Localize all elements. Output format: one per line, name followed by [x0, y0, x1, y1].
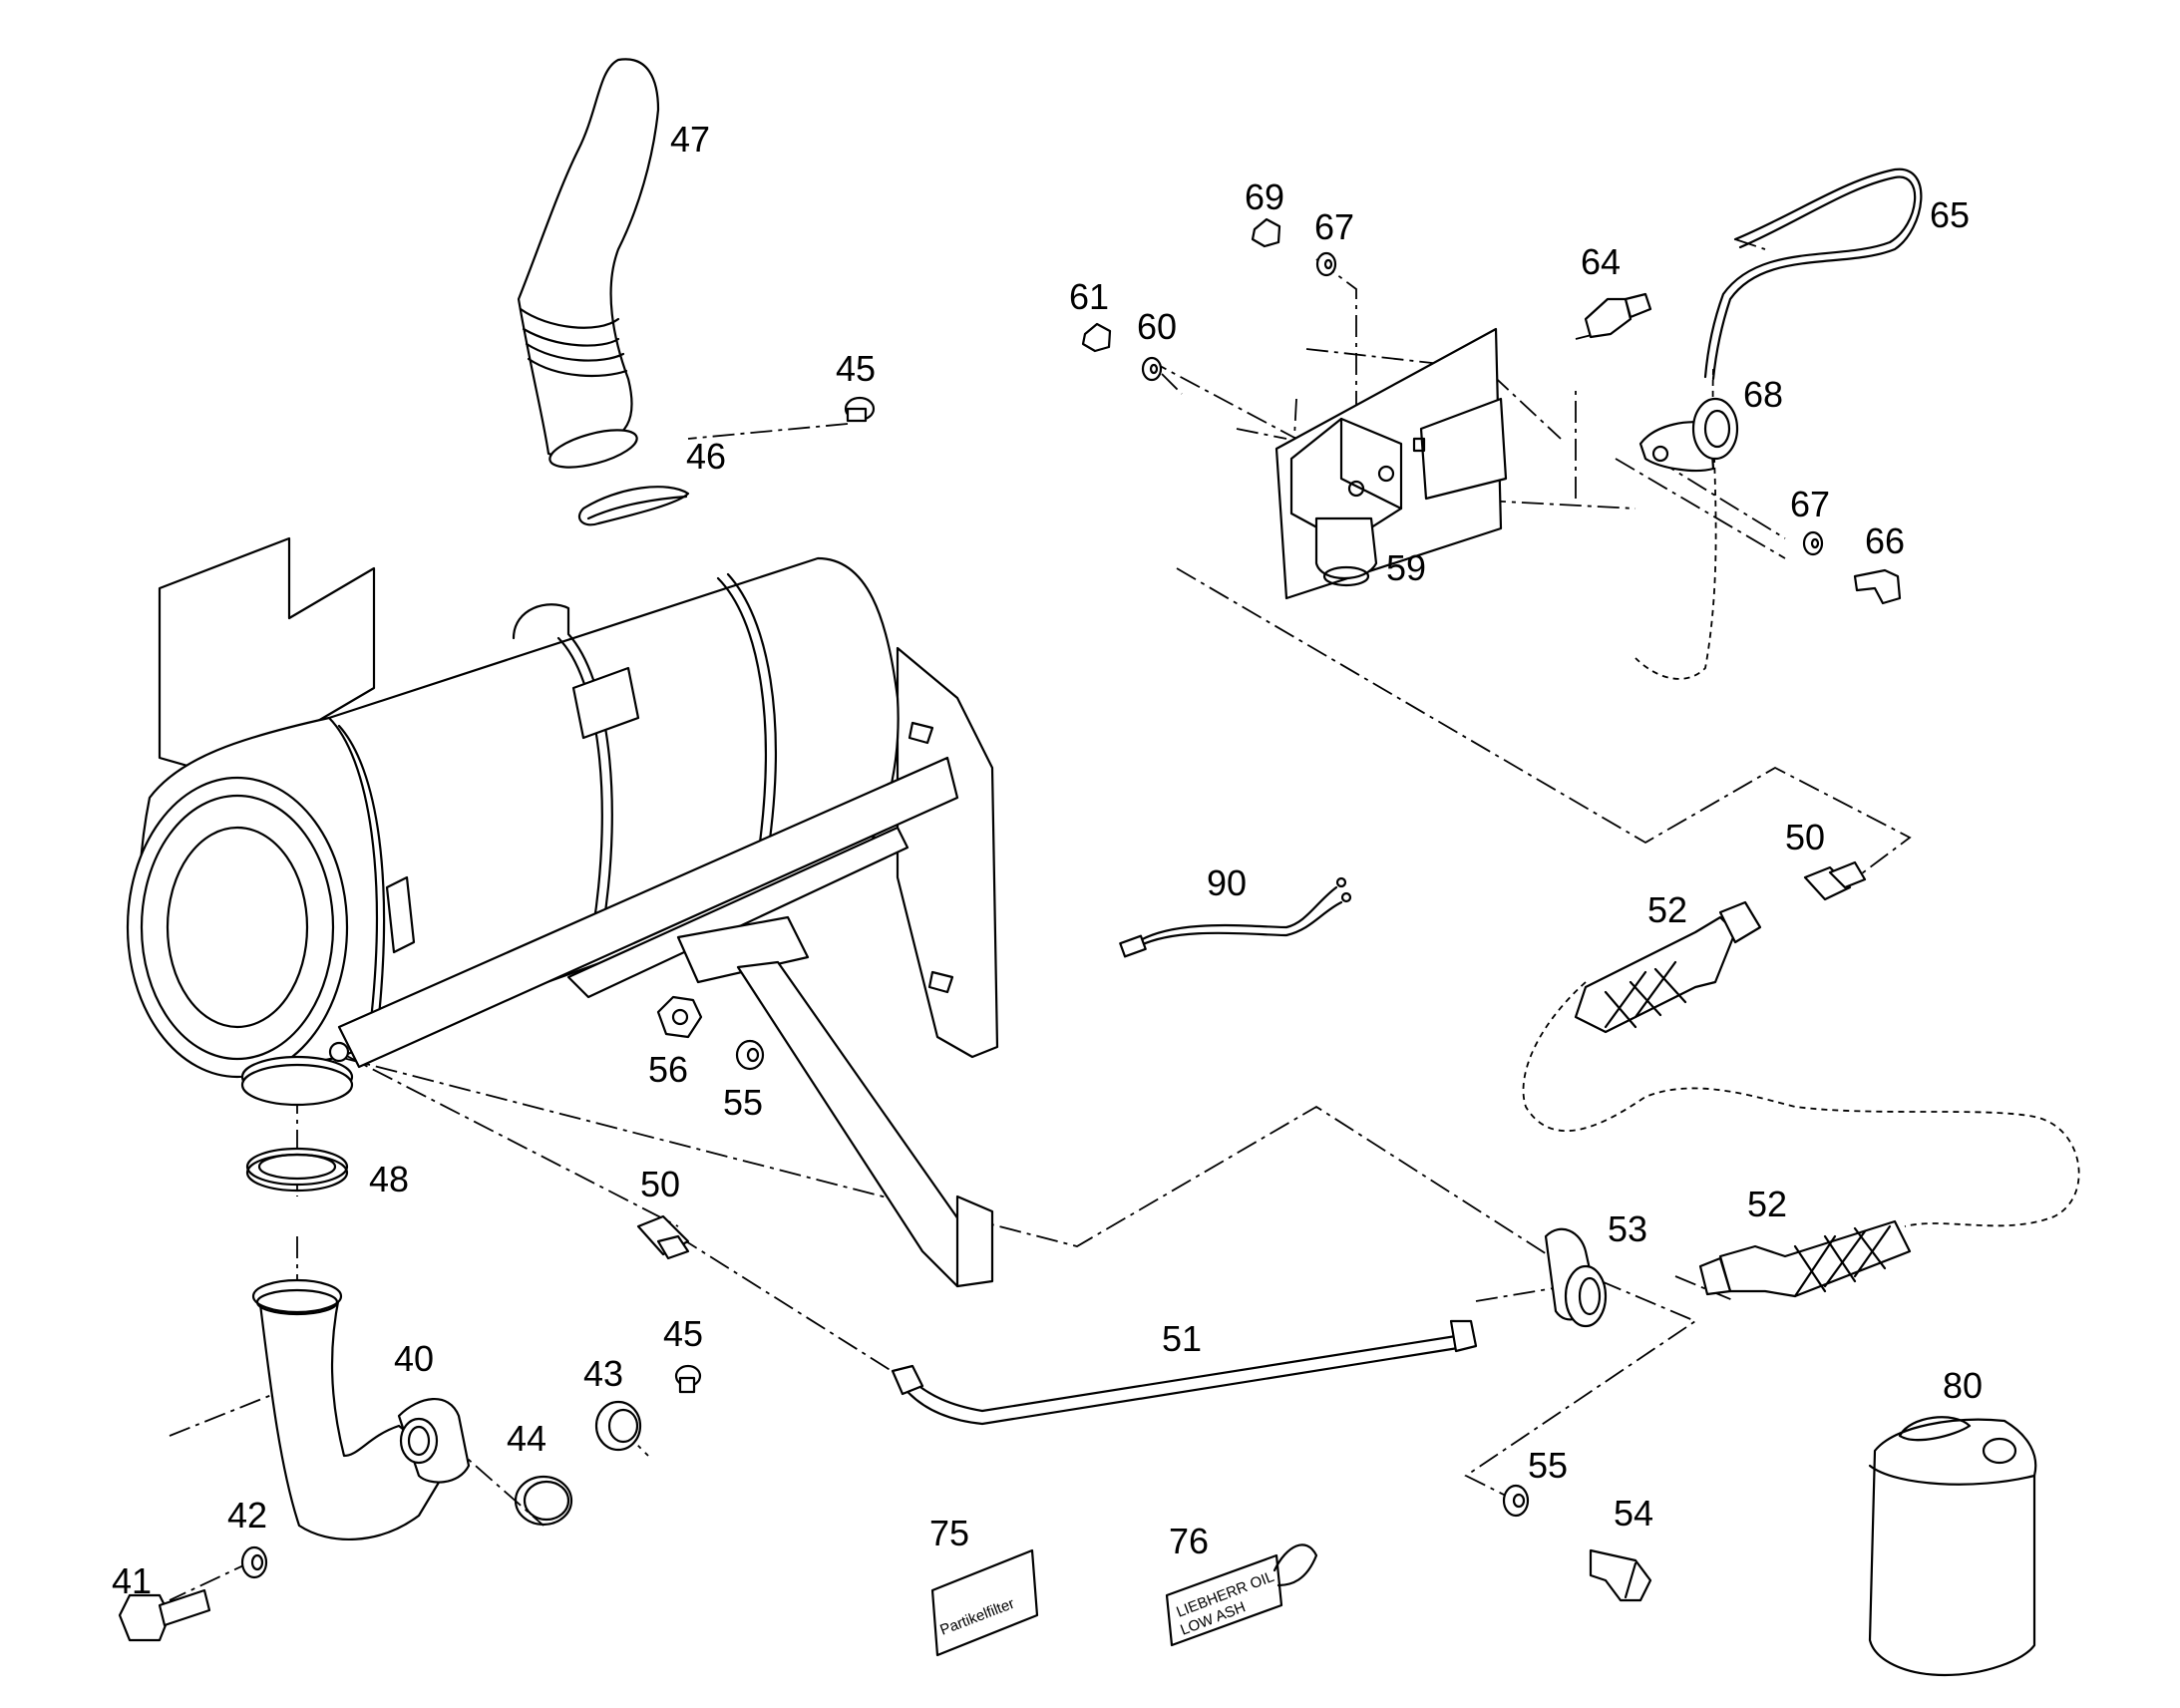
part-90-cable — [1119, 876, 1352, 958]
part-75-sticker: Partikelfilter — [930, 1548, 1039, 1657]
part-45-bolt-upper — [844, 396, 876, 423]
label-64: 64 — [1581, 241, 1621, 282]
part-60-washer — [1141, 356, 1163, 382]
label-47: 47 — [670, 119, 710, 160]
label-44: 44 — [507, 1418, 546, 1459]
label-67-lower: 67 — [1790, 484, 1830, 524]
part-52-hose-lower — [1698, 1219, 1912, 1298]
label-50-upper: 50 — [1785, 817, 1825, 857]
part-64-fitting — [1584, 292, 1652, 339]
part-48-clamp-ring — [245, 1147, 349, 1193]
part-52-hose-upper — [1574, 900, 1762, 1034]
particle-filter-assembly — [126, 536, 999, 1288]
part-80-canister — [1868, 1416, 2037, 1677]
label-43: 43 — [583, 1353, 623, 1394]
part-65-tube — [1703, 168, 1923, 381]
part-67-washer-upper — [1315, 251, 1337, 277]
label-75: 75 — [929, 1513, 969, 1553]
part-56-nut — [656, 995, 703, 1039]
part-46-clamp — [577, 486, 690, 526]
part-47-intake-pipe — [517, 58, 660, 469]
label-41: 41 — [112, 1560, 152, 1601]
part-45-bolt-lower — [674, 1364, 702, 1394]
part-40-elbow — [251, 1278, 471, 1540]
part-68-clip — [1638, 397, 1739, 473]
part-61-nut — [1081, 322, 1112, 353]
label-69: 69 — [1245, 176, 1284, 217]
part-53-clip — [1544, 1227, 1608, 1328]
label-76: 76 — [1169, 1521, 1209, 1561]
part-50-fitting-lower — [636, 1214, 690, 1260]
part-54-bolt — [1589, 1548, 1652, 1602]
label-50-lower: 50 — [640, 1164, 680, 1204]
label-42: 42 — [227, 1495, 267, 1536]
part-44-circlip — [514, 1475, 573, 1527]
label-65: 65 — [1930, 194, 1970, 235]
label-56: 56 — [648, 1049, 688, 1090]
label-54: 54 — [1614, 1493, 1653, 1534]
label-52-lower: 52 — [1747, 1184, 1787, 1224]
label-48: 48 — [369, 1159, 409, 1199]
part-41-bolt — [118, 1588, 211, 1642]
label-45-lower: 45 — [663, 1313, 703, 1354]
label-61: 61 — [1069, 276, 1109, 317]
label-90: 90 — [1207, 862, 1247, 903]
label-51: 51 — [1162, 1318, 1202, 1359]
part-55-washer-lower — [1502, 1484, 1530, 1518]
part-66-bolt — [1853, 568, 1902, 605]
label-59: 59 — [1386, 547, 1426, 588]
part-69-nut — [1251, 217, 1281, 248]
label-55-lower: 55 — [1528, 1445, 1568, 1486]
label-52-upper: 52 — [1647, 889, 1687, 930]
part-59-sensor-assembly — [1274, 327, 1508, 600]
part-67-washer-lower — [1802, 530, 1824, 556]
label-60: 60 — [1137, 306, 1177, 347]
label-66: 66 — [1865, 520, 1905, 561]
part-55-washer-upper — [735, 1039, 765, 1071]
label-45-upper: 45 — [836, 348, 876, 389]
label-40: 40 — [394, 1338, 434, 1379]
label-46: 46 — [686, 436, 726, 477]
label-68: 68 — [1743, 374, 1783, 415]
part-43-plug — [594, 1400, 642, 1452]
part-number-labels: 47 45 46 48 40 41 42 44 43 45 50 56 55 5… — [112, 119, 1983, 1601]
part-50-fitting-upper — [1803, 860, 1867, 901]
label-67-upper: 67 — [1314, 206, 1354, 247]
label-55-upper: 55 — [723, 1082, 763, 1123]
label-53: 53 — [1608, 1208, 1647, 1249]
part-42-washer — [240, 1545, 268, 1579]
part-51-pipe — [891, 1319, 1478, 1426]
label-80: 80 — [1943, 1365, 1983, 1406]
